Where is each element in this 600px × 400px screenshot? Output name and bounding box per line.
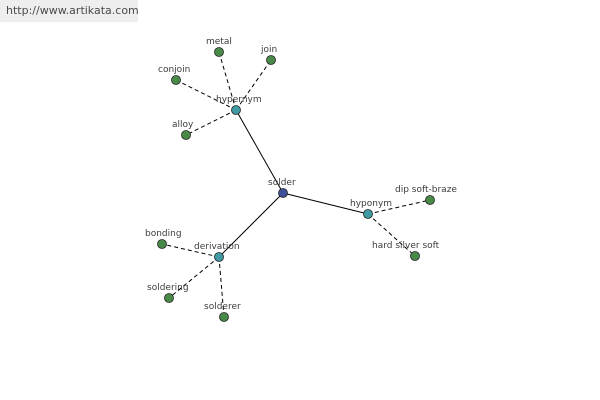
term-node-solderer[interactable]: [219, 312, 229, 322]
edge-hypernym-metal: [218, 51, 237, 111]
term-label-hard-silver-soft[interactable]: hard silver soft: [372, 241, 440, 251]
term-label-join[interactable]: join: [260, 45, 277, 55]
term-node-bonding[interactable]: [157, 239, 167, 249]
term-label-soldering[interactable]: soldering: [147, 283, 189, 293]
term-label-conjoin[interactable]: conjoin: [158, 65, 190, 75]
source-link[interactable]: http://www.artikata.com: [0, 0, 139, 22]
root-node-solder[interactable]: [278, 188, 288, 198]
relation-label-hyponym[interactable]: hyponym: [350, 199, 392, 209]
edge-derivation-solderer: [218, 256, 225, 318]
term-label-bonding[interactable]: bonding: [145, 229, 182, 239]
edge-hypernym-alloy: [185, 109, 237, 136]
relation-node-derivation[interactable]: [214, 252, 224, 262]
term-node-soldering[interactable]: [164, 293, 174, 303]
relation-node-hyponym[interactable]: [363, 209, 373, 219]
term-label-alloy[interactable]: alloy: [172, 120, 194, 130]
relation-label-hypernym[interactable]: hypernym: [216, 95, 262, 105]
edge-solder-hypernym: [235, 109, 284, 194]
edge-hypernym-join: [235, 59, 272, 111]
term-label-dip-soft-braze[interactable]: dip soft-braze: [395, 185, 457, 195]
term-node-join[interactable]: [266, 55, 276, 65]
graph-edges: [161, 51, 431, 318]
term-node-dip-soft-braze[interactable]: [425, 195, 435, 205]
term-label-solderer[interactable]: solderer: [204, 302, 241, 312]
root-label-solder[interactable]: solder: [268, 178, 296, 188]
graph-labels: solder hypernym hyponym derivation metal join…: [145, 37, 457, 312]
term-node-alloy[interactable]: [181, 130, 191, 140]
edge-solder-derivation: [218, 192, 284, 258]
edge-hyponym-dip-soft-braze: [367, 199, 431, 215]
graph-nodes: [157, 47, 435, 322]
term-node-hard-silver-soft[interactable]: [410, 251, 420, 261]
edge-derivation-soldering: [168, 256, 220, 299]
edge-hyponym-hard-silver-soft: [367, 213, 416, 257]
edge-solder-hyponym: [282, 192, 369, 215]
relation-label-derivation[interactable]: derivation: [194, 242, 240, 252]
edge-derivation-bonding: [161, 243, 220, 258]
term-node-conjoin[interactable]: [171, 75, 181, 85]
relation-node-hypernym[interactable]: [231, 105, 241, 115]
term-label-metal[interactable]: metal: [206, 37, 232, 47]
term-node-metal[interactable]: [214, 47, 224, 57]
